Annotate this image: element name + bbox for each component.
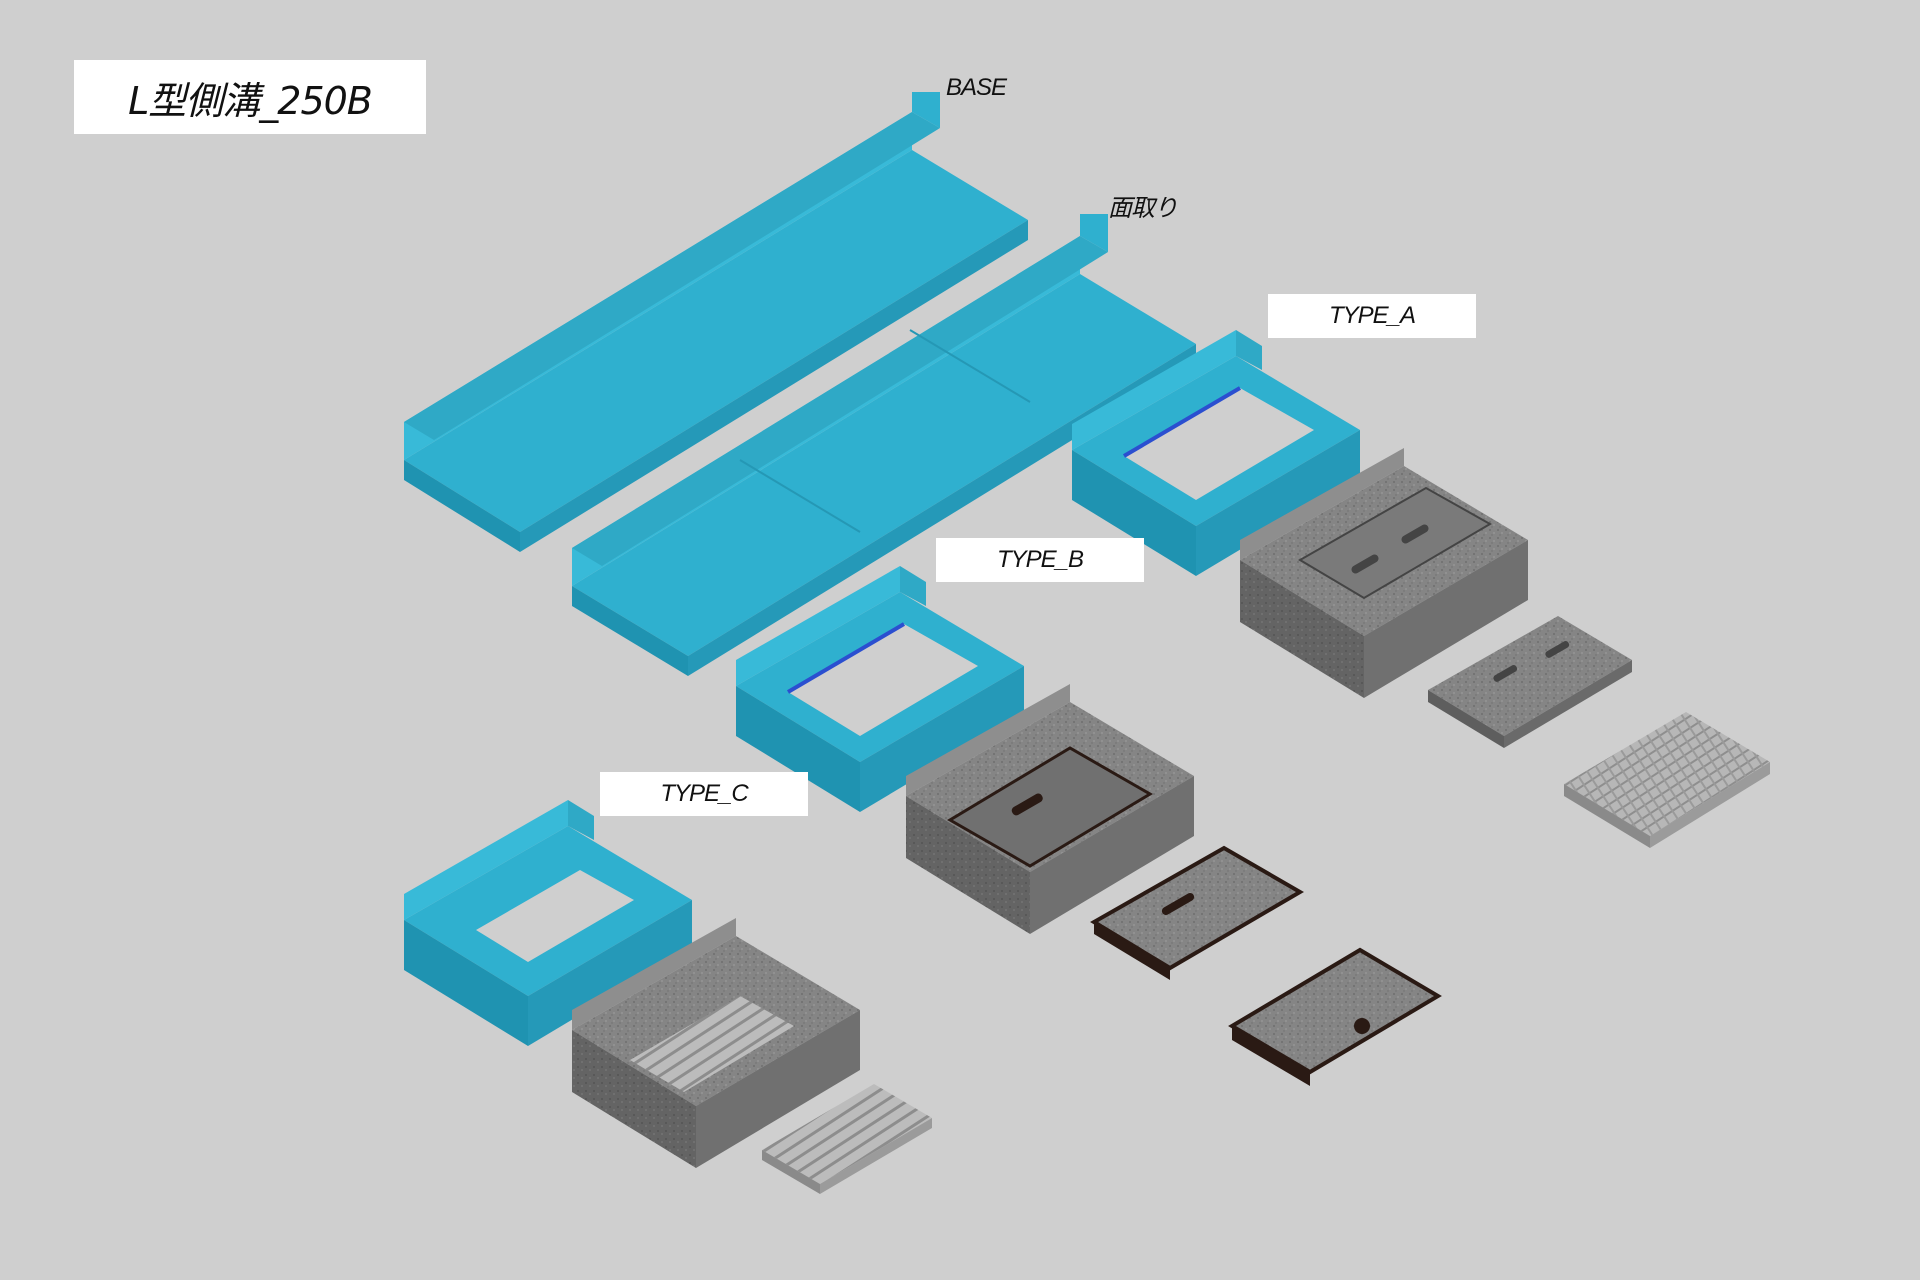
type-b-lid (1228, 947, 1442, 1086)
type-b-concrete-block (906, 684, 1194, 934)
label-base: BASE (946, 74, 1007, 101)
chamfer-mold (572, 214, 1196, 676)
type-a-insert (1428, 616, 1632, 748)
label-type-b-box: TYPE_B (936, 538, 1144, 582)
type-c-grating (762, 1084, 932, 1194)
type-b-mold (736, 566, 1024, 812)
label-type-c-box: TYPE_C (600, 772, 808, 816)
title-box: L型側溝_250B (74, 60, 426, 134)
type-c-concrete-block (572, 918, 860, 1168)
type-c-mold (404, 800, 692, 1046)
label-type-a-box: TYPE_A (1268, 294, 1476, 338)
type-a-grating (1564, 712, 1770, 848)
base-mold (404, 92, 1028, 552)
type-a-mold (1072, 330, 1360, 576)
page-title: L型側溝_250B (128, 78, 373, 123)
label-type-a: TYPE_A (1328, 302, 1416, 329)
label-type-b: TYPE_B (996, 546, 1084, 573)
label-type-c: TYPE_C (660, 780, 748, 807)
type-b-cover (1090, 845, 1304, 980)
label-chamfer: 面取り (1108, 195, 1178, 222)
type-a-concrete-block (1240, 448, 1528, 698)
